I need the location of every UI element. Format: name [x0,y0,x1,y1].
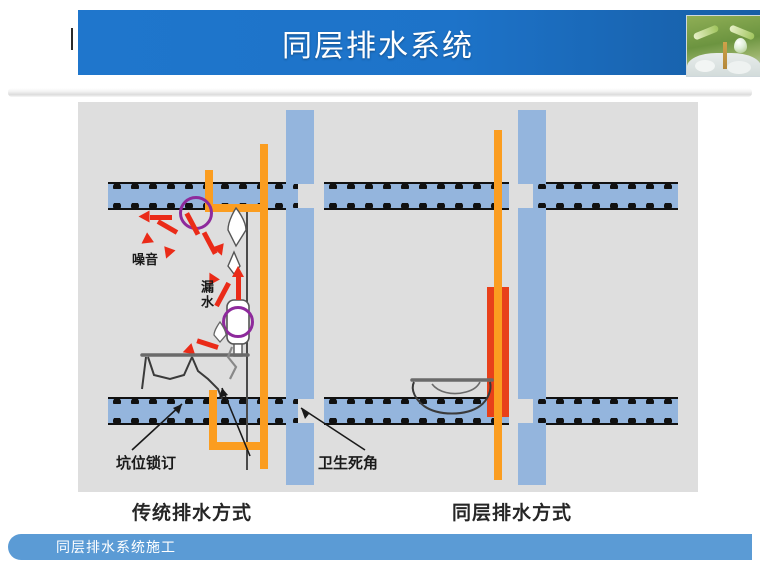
leak-arrow-up-tail [236,274,241,300]
wall-left-shaft [286,208,314,399]
slab-upper-right [533,182,678,210]
seedling-photo [686,15,760,77]
drainage-system-diagram: 噪音 漏水 [78,102,698,492]
left-lower-branch-vertical [209,390,217,450]
footer-label: 同层排水系统施工 [56,540,176,556]
noise-arrow-1-head [138,210,150,223]
header-left-tick-mark [71,28,73,50]
right-red-pipe-left [487,287,494,417]
slide-header-bar: 同层排水系统 [78,10,760,77]
noise-arrow-2-head [138,232,154,249]
photo-stem [722,42,727,69]
dead-corner-label: 卫生死角 [318,454,379,472]
noise-arrow-2-tail [156,219,179,235]
photo-waterdrop [734,37,747,53]
noise-arrow-3-head [160,246,176,261]
toilet-fixture-left [140,346,250,400]
right-orange-vertical-pipe [494,130,502,480]
leak-label-line1: 漏水 [198,280,213,310]
header-separator-band [8,88,752,97]
slide-footer-bar [8,534,752,560]
left-upper-branch-vertical [205,170,213,212]
left-small-drop [213,320,227,343]
left-lower-branch-horizontal [209,442,268,450]
slab-lower-right [533,397,678,425]
noise-label: 噪音 [132,253,159,268]
pit-lock-label: 坑位锁订 [116,454,177,472]
photo-pebble-right [727,61,751,74]
wall-left-lower-stub [286,423,314,485]
caption-traditional-drainage: 传统排水方式 [132,502,253,524]
noise-arrow-1-tail [150,215,172,220]
wall-left-upper-stub [286,110,314,184]
slab-upper-mid [324,182,509,210]
left-leader-lines [131,387,251,457]
leak-arrow-up-head [232,266,244,277]
photo-pebble-left [695,60,715,72]
wall-right-upper-stub [518,110,546,184]
right-red-pipe-right [502,287,509,417]
wall-right-lower-stub [518,423,546,485]
caption-same-floor-drainage: 同层排水方式 [452,502,573,524]
left-orange-vertical-stack [260,144,268,469]
wall-right-shaft [518,208,546,399]
page-title: 同层排水系统 [282,28,474,64]
wall-hung-fixture-right [410,378,494,415]
leak-source-ring [222,306,254,338]
dead-corner-leader [300,407,366,451]
